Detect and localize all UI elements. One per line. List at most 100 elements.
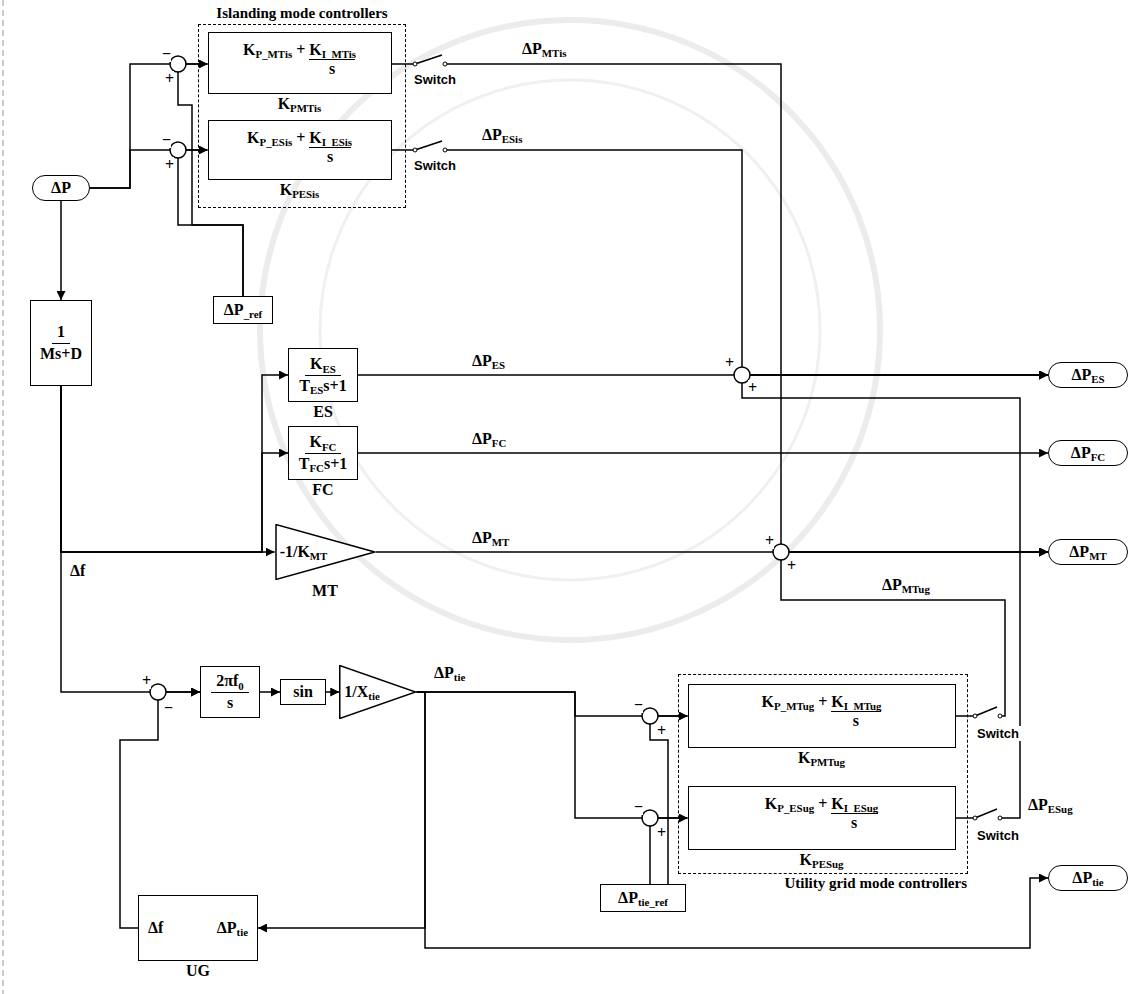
block-text: ΔP_ref [224, 301, 262, 319]
text-run: -1/K [280, 543, 310, 560]
text-run: ΔP [618, 889, 638, 906]
utility-grid-box: ΔfΔPtieUG [138, 895, 258, 961]
signal-name: ΔPMT [470, 529, 511, 547]
switch-contact [443, 62, 447, 66]
signal-connector [260, 691, 280, 693]
switch-contact [443, 148, 447, 152]
summing-junction [642, 810, 658, 826]
switch-blade [975, 707, 997, 716]
junction-sign: + [142, 673, 151, 689]
text-run: K [310, 433, 322, 450]
switch-symbol [973, 707, 1002, 720]
subscript: PESis [292, 188, 319, 200]
text-run: + [814, 795, 831, 812]
text-run: K [247, 129, 259, 146]
subscript: ESis [502, 133, 523, 145]
pi-controller-box: KP_ESis + KI_ESissKPESis [208, 120, 392, 180]
subscript: PMTug [810, 756, 845, 768]
signal-terminal: ΔPtie [1048, 865, 1128, 891]
switch-contact [413, 62, 417, 66]
gain-shape [276, 525, 375, 580]
subscript: P_ESis [260, 136, 293, 148]
subscript: PMTis [290, 102, 321, 114]
subscript: FC [309, 462, 324, 474]
signal-connector [358, 452, 1048, 454]
subscript: MTug [902, 583, 930, 595]
signal-terminal: ΔPFC [1048, 440, 1128, 466]
text-run: ΔP [882, 576, 902, 593]
signal-connector [417, 692, 688, 818]
block-text: KP_ESug + KI_ESug [689, 795, 955, 813]
margin-line [3, 0, 4, 994]
junction-sign: + [748, 380, 757, 396]
text-run: + [814, 693, 831, 710]
text-run: ΔP [522, 40, 542, 57]
subscript: PESug [812, 858, 843, 870]
switch-label: Switch [412, 72, 458, 87]
block-text: ΔPtie [217, 919, 248, 937]
block-name: KPMTug [798, 749, 845, 767]
subscript: I_MTis [322, 48, 356, 60]
switch-symbol [413, 55, 447, 68]
transfer-function-box: 2πf0s [200, 666, 260, 718]
block-name: KPMTis [278, 95, 322, 113]
subscript: P_MTug [774, 700, 814, 712]
switch-contact [973, 714, 977, 718]
text-run: + [292, 129, 309, 146]
text-run: ΔP [482, 126, 502, 143]
summing-junction [642, 708, 658, 724]
text-run: ΔP [472, 430, 492, 447]
signal-connector [90, 150, 208, 188]
pi-controller-box: KP_MTug + KI_MTugsKPMTug [688, 684, 956, 748]
signal-connector [326, 691, 339, 693]
signal-connector [742, 375, 1048, 818]
subscript: P_ESug [777, 802, 814, 814]
subscript: ESug [1048, 803, 1073, 815]
switch-contact [998, 816, 1002, 820]
subscript: tie [454, 671, 465, 683]
signal-connector [61, 386, 288, 552]
subscript: tie_ref [638, 896, 668, 908]
subscript: tie [368, 690, 379, 702]
block-text: 1 [52, 323, 70, 343]
signal-connector [61, 375, 288, 552]
text-run: ΔP [434, 664, 454, 681]
text-run: K [243, 41, 255, 58]
subscript: ES [1091, 373, 1104, 385]
subscript: FC [1091, 451, 1106, 463]
signal-name: ΔPFC [470, 430, 508, 448]
gain-triangle: -1/KMTMT [275, 524, 376, 580]
text-run: 1/X [344, 683, 368, 700]
block-text: s [831, 711, 881, 730]
signal-connector [60, 201, 62, 300]
signal-connector [650, 818, 688, 884]
transfer-function-box: KESTESs+1ES [288, 348, 358, 402]
block-text: KES [305, 355, 341, 375]
subscript: I_ESis [322, 136, 352, 148]
signal-terminal: ΔPES [1048, 362, 1128, 388]
text-run: K [278, 95, 290, 112]
block-text: s [309, 147, 352, 166]
block-name: FC [312, 481, 333, 499]
subscript: ES [492, 359, 505, 371]
text-run: 2πf [216, 672, 238, 689]
text-run: + [292, 41, 309, 58]
junction-sign: + [787, 558, 796, 574]
junction-sign: − [162, 46, 171, 62]
block-text: s [831, 813, 878, 832]
signal-terminal: ΔP [32, 175, 90, 201]
block-text: KP_ESis + KI_ESis [209, 129, 391, 147]
text-run: ΔP [1028, 796, 1048, 813]
text-run: K [800, 851, 812, 868]
signal-name: ΔPMTug [880, 576, 932, 594]
block-text: ΔPtie_ref [618, 889, 668, 907]
block-text: ΔPtie [1072, 869, 1103, 887]
signal-connector [650, 716, 688, 884]
block-text: ΔPMT [1069, 543, 1106, 561]
block-text: Ms+D [37, 344, 85, 363]
text-run: s+1 [324, 455, 347, 472]
